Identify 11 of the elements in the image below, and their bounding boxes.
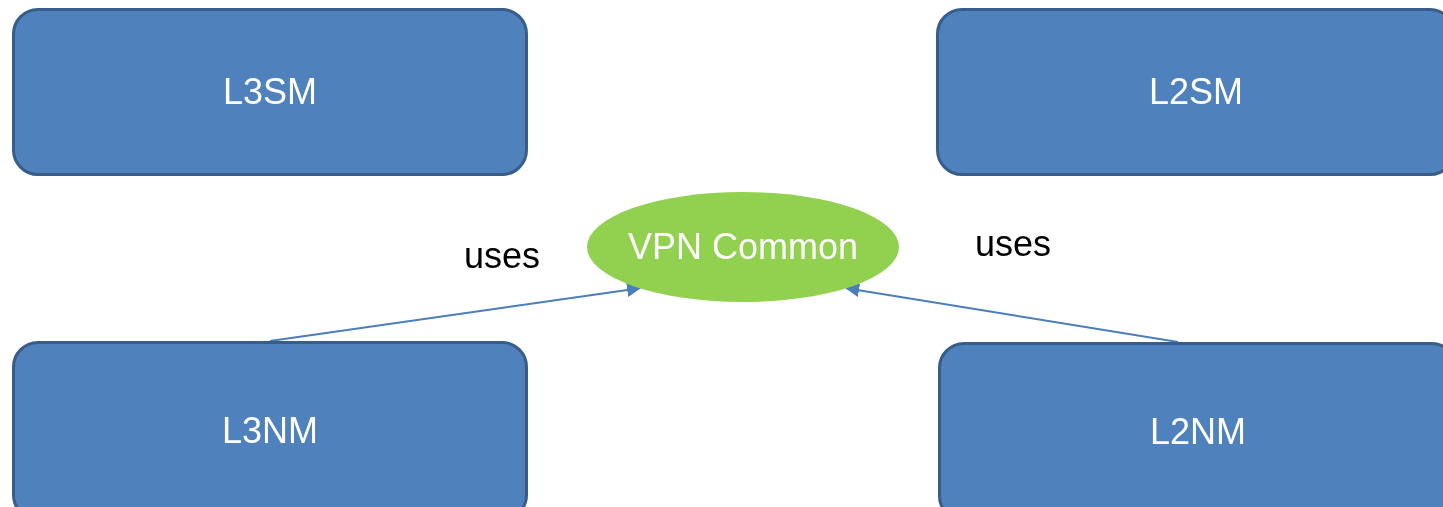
process-box bbox=[12, 341, 528, 507]
arrow bbox=[269, 283, 641, 342]
node-label: L3SM bbox=[222, 71, 317, 113]
node-label: L2SM bbox=[1148, 71, 1243, 113]
node-label: L2NM bbox=[1150, 411, 1246, 453]
process-box bbox=[936, 8, 1443, 176]
node-label: VPN Common bbox=[627, 226, 859, 268]
arrow bbox=[845, 283, 1179, 343]
process-box bbox=[12, 8, 528, 176]
node-label: L3NM bbox=[222, 410, 318, 452]
process-box bbox=[938, 342, 1443, 507]
